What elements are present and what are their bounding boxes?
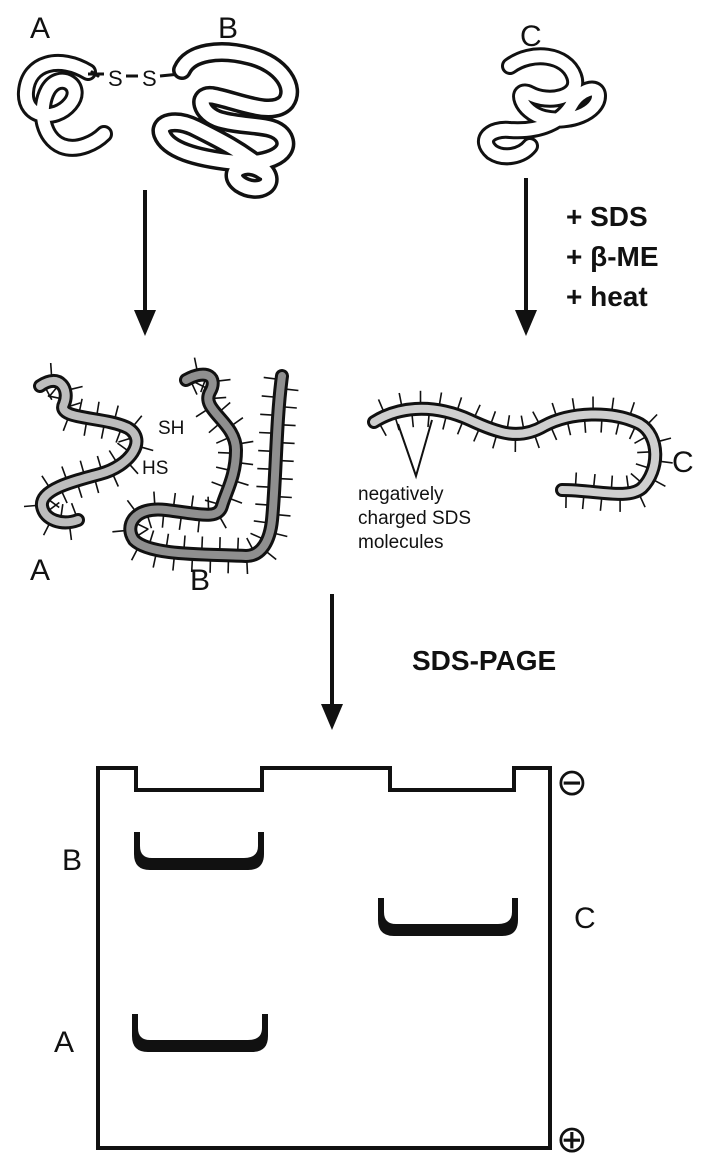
thiol-sh-label: SH [158,418,184,439]
denatured-chain-a-core [40,381,136,522]
gel-band-a-label: A [54,1026,74,1059]
arrow-left-top [134,190,156,336]
annotation-line-2: charged SDS [358,508,471,529]
gel [98,768,550,1148]
reagent-heat: + heat [566,281,648,312]
protein-c-label: C [520,20,542,53]
protein-b-label: B [218,12,238,45]
denatured-a-label: A [30,554,50,587]
sds-annotation: negatively charged SDS molecules [358,420,471,553]
reagent-list: + SDS + β-ME + heat [566,201,659,312]
anode-icon: ⊕ [556,1119,588,1156]
arrow-right-top [515,178,537,336]
denatured-b-label: B [190,564,210,597]
annotation-line-1: negatively [358,484,444,505]
method-label: SDS-PAGE [412,645,556,676]
sulfur-1-label: S [108,66,123,91]
native-protein-b [161,52,289,189]
thiol-hs-label: HS [142,458,168,479]
arrow-sds-page [321,594,343,730]
band-c [378,898,518,936]
sulfur-2-label: S [142,66,157,91]
band-a [132,1014,268,1052]
cathode-icon: ⊖ [556,762,588,804]
denatured-chain-a-outline [40,381,136,522]
reagent-sds: + SDS [566,201,648,232]
protein-a-label: A [30,12,50,45]
disulfide-bond: S S [88,66,180,91]
native-protein-c [486,56,598,156]
denatured-proteins [24,358,673,574]
reagent-beta-me: + β-ME [566,241,659,272]
denatured-chain-b [112,358,298,574]
gel-outline [98,768,550,1148]
annotation-line-3: molecules [358,532,444,553]
denatured-c-label: C [672,446,694,479]
native-protein-a [26,63,104,148]
gel-band-c-label: C [574,902,596,935]
band-b [134,832,264,870]
gel-band-b-label: B [62,844,82,877]
